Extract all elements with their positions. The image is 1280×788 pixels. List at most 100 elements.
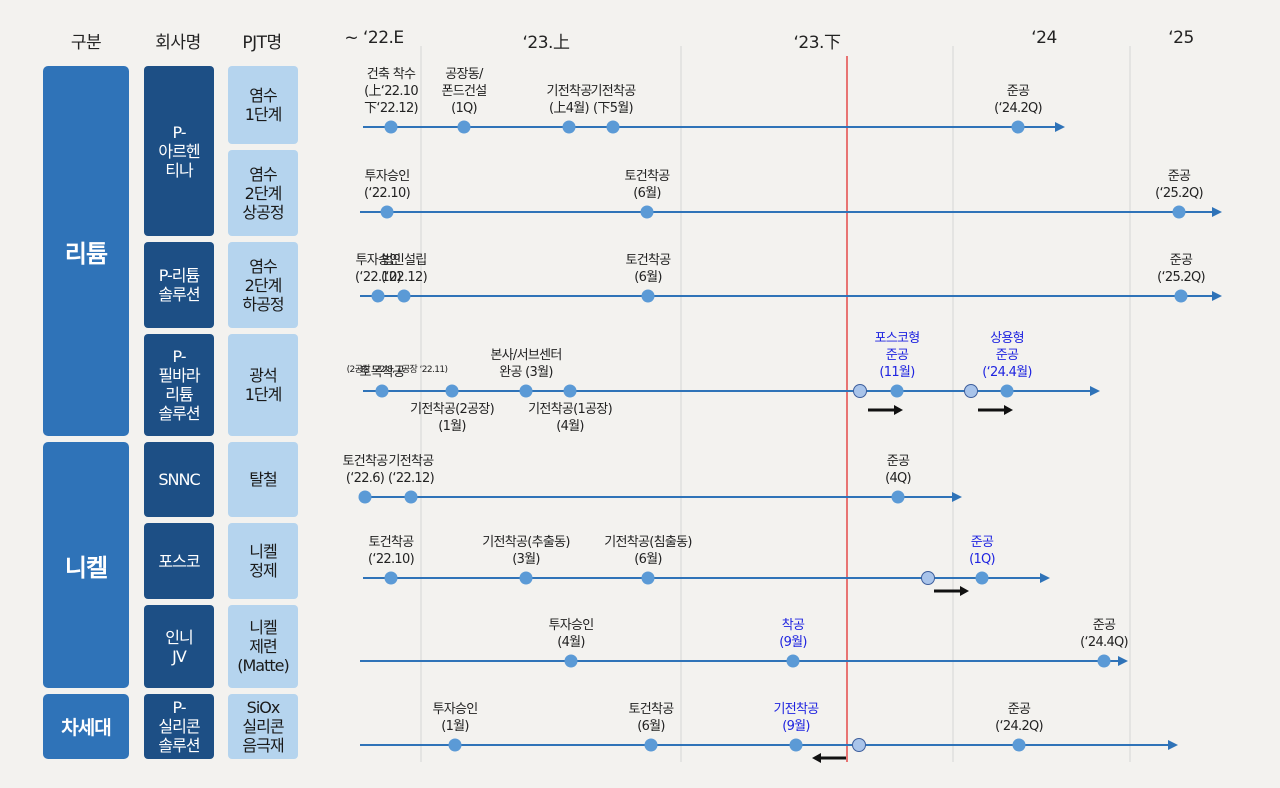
project-brine-stage2-upstream: 염수 2단계 상공정 [228,150,298,236]
schedule-shift-arrow-r8-head [812,753,821,763]
company-indonesia-jv: 인니 JV [144,605,214,688]
milestone-label-r6-0: 토건착공 (‘22.10) [368,535,415,567]
category-next-gen: 차세대 [43,694,129,759]
milestone-marker-r7-1 [786,654,800,668]
milestone-label-r4-5: 포스코형 준공 (11월) [874,331,920,380]
milestone-label-r4-2: 본사/서브센터 완공 (3월) [490,348,562,380]
milestone-marker-r5-0 [358,490,372,504]
header-period-23h2: ‘23.下 [793,33,841,53]
company-snnc: SNNC [144,442,214,517]
milestone-marker-r4-5 [890,384,904,398]
milestone-marker-r6-1 [519,571,533,585]
milestone-marker-r1-1 [457,120,471,134]
milestone-label-r5-2: 준공 (4Q) [885,454,912,486]
header-period-24: ‘24 [1031,28,1057,48]
timeline-arrowhead-r1 [1055,122,1065,132]
milestone-marker-r4-7 [1000,384,1014,398]
project-ore-stage1: 광석 1단계 [228,334,298,436]
company-posco-pilbara-lithium: P- 필바라 리튬 솔루션 [144,334,214,436]
milestone-marker-r8-1 [644,738,658,752]
company-posco: 포스코 [144,523,214,599]
milestone-label-r2-0: 투자승인 (‘22.10) [364,169,411,201]
milestone-marker-r7-0 [564,654,578,668]
milestone-marker-r2-1 [640,205,654,219]
milestone-label-r3-0: 투자승인 (‘22.10) [355,253,402,285]
timeline-arrowhead-r5 [952,492,962,502]
milestone-label-r1-2: 기전착공 (上4월) [546,84,592,116]
timeline-arrowhead-r6 [1040,573,1050,583]
milestone-label-r1-3: 기전착공 (下5월) [590,84,636,116]
milestone-label-r5-1: 기전착공 (‘22.12) [388,454,435,486]
category-lithium: 리튬 [43,66,129,436]
header-category: 구분 [70,33,102,53]
timeline-arrowhead-r7 [1118,656,1128,666]
milestone-previous-plan-r8-3 [852,738,866,752]
milestone-marker-r3-2 [641,289,655,303]
schedule-shift-arrow-r6-head [960,586,969,596]
header-period-23h1: ‘23.上 [522,33,570,53]
milestone-label-r4-0: 토목착공 [359,365,405,380]
milestone-marker-r3-1 [397,289,411,303]
milestone-marker-r3-0 [371,289,385,303]
milestone-label-r8-2: 기전착공 (9월) [773,702,819,734]
schedule-shift-arrow-r4-a-head [894,405,903,415]
milestone-marker-r8-4 [1012,738,1026,752]
milestone-marker-r1-0 [384,120,398,134]
milestone-label-r4-1: 기전착공(2공장) (1월) [410,402,495,434]
milestone-previous-plan-r4-4 [853,384,867,398]
header-period-25: ‘25 [1168,28,1194,48]
milestone-label-r3-2: 토건착공 (6월) [625,253,671,285]
milestone-label-r8-0: 투자승인 (1월) [432,702,478,734]
milestone-marker-r7-2 [1097,654,1111,668]
annotation-ore-stage1-note: (2공장 ‘22.8, 1공장 ‘22.11) [346,365,448,375]
category-nickel: 니켈 [43,442,129,688]
milestone-marker-r8-2 [789,738,803,752]
company-posco-argentina: P- 아르헨 티나 [144,66,214,236]
milestone-marker-r1-2 [562,120,576,134]
milestone-marker-r1-4 [1011,120,1025,134]
milestone-marker-r3-3 [1174,289,1188,303]
milestone-label-r2-1: 토건착공 (6월) [624,169,670,201]
header-project: PJT명 [242,33,282,53]
milestone-label-r2-2: 준공 (‘25.2Q) [1155,169,1204,201]
company-posco-lithium-solution: P-리튬 솔루션 [144,242,214,328]
milestone-label-r4-7: 상용형 준공 (‘24.4월) [982,331,1032,380]
milestone-marker-r4-0 [375,384,389,398]
timeline-arrowhead-r8 [1168,740,1178,750]
milestone-label-r1-1: 공장동/ 폰드건설 (1Q) [441,67,487,116]
milestone-marker-r8-0 [448,738,462,752]
milestone-label-r7-1: 착공 (9월) [779,618,807,650]
milestone-marker-r4-1 [445,384,459,398]
milestone-marker-r6-0 [384,571,398,585]
milestone-previous-plan-r6-3 [921,571,935,585]
timeline-arrowhead-r3 [1212,291,1222,301]
milestone-marker-r2-0 [380,205,394,219]
milestone-label-r7-2: 준공 (‘24.4Q) [1080,618,1129,650]
milestone-label-r8-4: 준공 (‘24.2Q) [995,702,1044,734]
project-iron-removal: 탈철 [228,442,298,517]
milestone-label-r1-0: 건축 착수 (上‘22.10 下‘22.12) [364,67,419,116]
milestone-label-r7-0: 투자승인 (4월) [548,618,594,650]
milestone-label-r3-3: 준공 (‘25.2Q) [1157,253,1206,285]
milestone-marker-r4-2 [519,384,533,398]
milestone-label-r6-1: 기전착공(추출동) (3월) [482,535,570,567]
milestone-label-r4-3: 기전착공(1공장) (4월) [528,402,613,434]
project-nickel-smelting-matte: 니켈 제련 (Matte) [228,605,298,688]
project-brine-stage1: 염수 1단계 [228,66,298,144]
milestone-marker-r4-3 [563,384,577,398]
header-company: 회사명 [155,33,201,53]
milestone-label-r5-0: 토건착공 (‘22.6) [342,454,388,486]
timeline-arrowhead-r2 [1212,207,1222,217]
milestone-marker-r6-2 [641,571,655,585]
schedule-shift-arrow-r4-b-head [1004,405,1013,415]
timeline-arrowhead-r4 [1090,386,1100,396]
project-siox-anode: SiOx 실리콘 음극재 [228,694,298,759]
milestone-label-r1-4: 준공 (‘24.2Q) [994,84,1043,116]
header-period-22e: ~ ‘22.E [344,28,404,48]
milestone-marker-r1-3 [606,120,620,134]
milestone-marker-r6-4 [975,571,989,585]
milestone-label-r6-2: 기전착공(침출동) (6월) [604,535,692,567]
milestone-previous-plan-r4-6 [964,384,978,398]
